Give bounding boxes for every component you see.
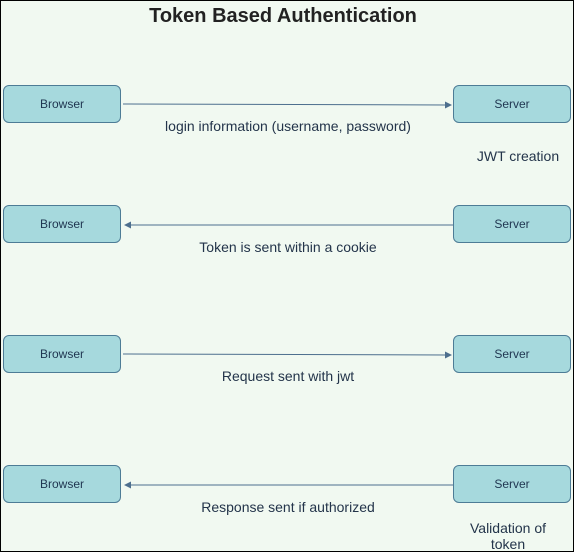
note-validation-line2: token: [490, 536, 526, 552]
arrowhead-response: [124, 481, 131, 489]
note-validation: Validation of token: [448, 520, 568, 552]
server-node[interactable]: Server: [453, 85, 571, 123]
note-jwt-creation: JWT creation: [476, 148, 560, 164]
browser-node[interactable]: Browser: [3, 335, 121, 373]
browser-node[interactable]: Browser: [3, 85, 121, 123]
edge-label-response: Response sent if authorized: [201, 499, 375, 515]
arrowhead-request-jwt: [445, 351, 452, 359]
arrow-request-jwt: [122, 353, 448, 356]
server-node[interactable]: Server: [453, 205, 571, 243]
browser-node[interactable]: Browser: [3, 465, 121, 503]
arrowhead-token-cookie: [124, 221, 131, 229]
arrow-login: [122, 103, 448, 106]
edge-label-login: login information (username, password): [165, 118, 411, 134]
edge-label-token-cookie: Token is sent within a cookie: [199, 239, 377, 255]
server-node[interactable]: Server: [453, 465, 571, 503]
edge-label-request-jwt: Request sent with jwt: [221, 368, 355, 384]
diagram-title: Token Based Authentication: [149, 5, 417, 27]
arrowhead-login: [445, 101, 452, 109]
server-node[interactable]: Server: [453, 335, 571, 373]
browser-node[interactable]: Browser: [3, 205, 121, 243]
note-validation-line1: Validation of: [469, 520, 546, 536]
